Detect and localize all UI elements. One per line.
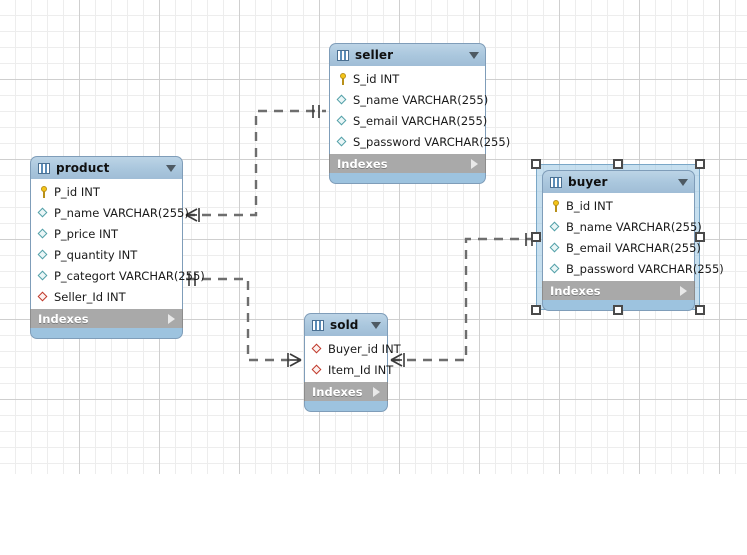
chevron-down-icon[interactable] — [678, 178, 688, 186]
diamond-icon — [337, 136, 349, 148]
column-row[interactable]: B_password VARCHAR(255) — [543, 258, 724, 279]
column-row[interactable]: Seller_Id INT — [31, 286, 182, 307]
indexes-label: Indexes — [38, 311, 89, 326]
column-row[interactable]: Buyer_id INT — [305, 338, 401, 359]
key-icon — [337, 72, 349, 85]
diamond-icon — [38, 228, 50, 240]
chevron-down-icon[interactable] — [166, 164, 176, 172]
indexes-section-sold[interactable]: Indexes — [304, 382, 388, 401]
resize-handle-e[interactable] — [695, 232, 705, 242]
table-title: buyer — [568, 175, 608, 189]
column-row[interactable]: B_email VARCHAR(255) — [543, 237, 701, 258]
column-label: P_name VARCHAR(255) — [54, 205, 189, 220]
table-footer — [329, 173, 486, 184]
table-columns-product: P_id INT P_name VARCHAR(255) P_price INT… — [30, 179, 205, 309]
chevron-right-icon[interactable] — [471, 158, 478, 169]
table-columns-sold: Buyer_id INT Item_Id INT — [304, 336, 401, 382]
table-columns-seller: S_id INT S_name VARCHAR(255) S_email VAR… — [329, 66, 510, 154]
diamond-icon — [337, 94, 349, 106]
column-label: S_id INT — [353, 71, 400, 86]
diamond-icon — [38, 249, 50, 261]
chevron-down-icon[interactable] — [469, 51, 479, 59]
resize-handle-s[interactable] — [613, 305, 623, 315]
column-label: Seller_Id INT — [54, 289, 126, 304]
table-sold[interactable]: sold Buyer_id INT Item_Id INT Indexes — [304, 313, 401, 412]
indexes-section-buyer[interactable]: Indexes — [542, 281, 695, 300]
diamond-icon — [550, 242, 562, 254]
column-row[interactable]: P_id INT — [31, 181, 182, 202]
table-title: seller — [355, 48, 394, 62]
table-header-sold[interactable]: sold — [304, 313, 388, 336]
chevron-right-icon[interactable] — [373, 386, 380, 397]
fk-diamond-icon — [312, 364, 324, 376]
column-label: Item_Id INT — [328, 362, 394, 377]
table-icon — [38, 162, 50, 174]
table-seller[interactable]: seller S_id INT S_name VARCHAR(255) S_em… — [329, 43, 510, 184]
table-header-seller[interactable]: seller — [329, 43, 486, 66]
table-title: sold — [330, 318, 359, 332]
chevron-right-icon[interactable] — [168, 313, 175, 324]
diamond-icon — [38, 270, 50, 282]
diamond-icon — [550, 221, 562, 233]
column-row[interactable]: S_password VARCHAR(255) — [330, 131, 510, 152]
indexes-label: Indexes — [550, 283, 601, 298]
indexes-label: Indexes — [337, 156, 388, 171]
table-icon — [312, 319, 324, 331]
table-footer — [304, 401, 388, 412]
resize-handle-ne[interactable] — [695, 159, 705, 169]
diamond-icon — [550, 263, 562, 275]
table-title: product — [56, 161, 110, 175]
chevron-down-icon[interactable] — [371, 321, 381, 329]
chevron-right-icon[interactable] — [680, 285, 687, 296]
column-row[interactable]: B_name VARCHAR(255) — [543, 216, 702, 237]
column-label: P_categort VARCHAR(255) — [54, 268, 205, 283]
table-header-product[interactable]: product — [30, 156, 183, 179]
table-footer — [30, 328, 183, 339]
table-icon — [337, 49, 349, 61]
column-label: B_email VARCHAR(255) — [566, 240, 701, 255]
column-row[interactable]: Item_Id INT — [305, 359, 393, 380]
indexes-label: Indexes — [312, 384, 363, 399]
column-row[interactable]: B_id INT — [543, 195, 694, 216]
column-label: Buyer_id INT — [328, 341, 401, 356]
column-row[interactable]: S_id INT — [330, 68, 485, 89]
column-label: P_quantity INT — [54, 247, 138, 262]
column-label: S_name VARCHAR(255) — [353, 92, 489, 107]
resize-handle-n[interactable] — [613, 159, 623, 169]
column-label: B_name VARCHAR(255) — [566, 219, 702, 234]
column-label: S_password VARCHAR(255) — [353, 134, 511, 149]
indexes-section-product[interactable]: Indexes — [30, 309, 183, 328]
key-icon — [38, 185, 50, 198]
column-label: B_id INT — [566, 198, 613, 213]
table-product[interactable]: product P_id INT P_name VARCHAR(255) P_p… — [30, 156, 205, 339]
resize-handle-sw[interactable] — [531, 305, 541, 315]
table-header-buyer[interactable]: buyer — [542, 170, 695, 193]
resize-handle-w[interactable] — [531, 232, 541, 242]
diamond-icon — [38, 207, 50, 219]
column-label: B_password VARCHAR(255) — [566, 261, 724, 276]
table-buyer[interactable]: buyer B_id INT B_name VARCHAR(255) B_ema… — [542, 170, 724, 311]
column-row[interactable]: P_name VARCHAR(255) — [31, 202, 189, 223]
resize-handle-se[interactable] — [695, 305, 705, 315]
column-row[interactable]: P_categort VARCHAR(255) — [31, 265, 205, 286]
column-label: P_id INT — [54, 184, 100, 199]
diamond-icon — [337, 115, 349, 127]
column-row[interactable]: S_name VARCHAR(255) — [330, 89, 489, 110]
column-row[interactable]: P_price INT — [31, 223, 182, 244]
key-icon — [550, 199, 562, 212]
fk-diamond-icon — [312, 343, 324, 355]
table-columns-buyer: B_id INT B_name VARCHAR(255) B_email VAR… — [542, 193, 724, 281]
fk-diamond-icon — [38, 291, 50, 303]
column-row[interactable]: P_quantity INT — [31, 244, 182, 265]
column-label: P_price INT — [54, 226, 118, 241]
resize-handle-nw[interactable] — [531, 159, 541, 169]
column-label: S_email VARCHAR(255) — [353, 113, 488, 128]
column-row[interactable]: S_email VARCHAR(255) — [330, 110, 488, 131]
table-icon — [550, 176, 562, 188]
indexes-section-seller[interactable]: Indexes — [329, 154, 486, 173]
